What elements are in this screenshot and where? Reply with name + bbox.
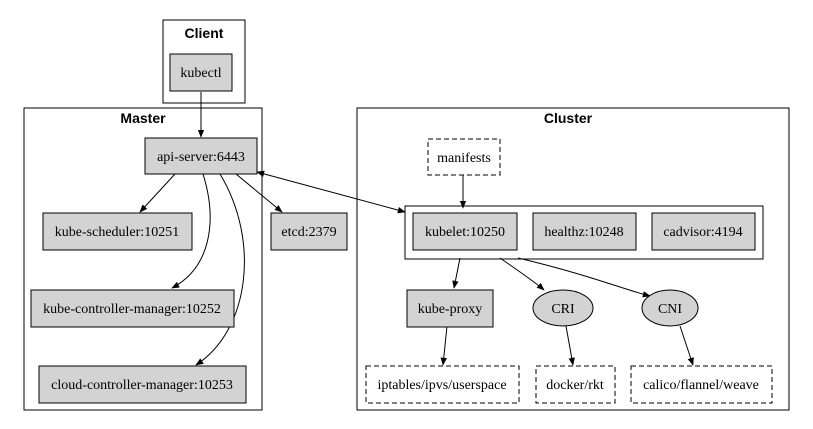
edge-api-server-kube-scheduler bbox=[139, 173, 176, 213]
node-etcd-label: etcd:2379 bbox=[281, 225, 336, 240]
node-kube-scheduler-label: kube-scheduler:10251 bbox=[55, 225, 179, 240]
edge-kubelet-cni bbox=[517, 257, 651, 298]
node-cri: CRI bbox=[532, 289, 594, 327]
node-cadvisor: cadvisor:4194 bbox=[651, 212, 756, 251]
node-docker: docker/rkt bbox=[535, 365, 616, 404]
node-kube-controller-manager-label: kube-controller-manager:10252 bbox=[43, 302, 221, 317]
node-kube-proxy-label: kube-proxy bbox=[418, 302, 483, 317]
node-api-server-label: api-server:6443 bbox=[157, 150, 245, 165]
edge-kubelet-kube-proxy bbox=[452, 257, 461, 289]
node-kube-proxy: kube-proxy bbox=[406, 289, 494, 328]
node-etcd: etcd:2379 bbox=[270, 212, 348, 251]
node-cni-label: CNI bbox=[658, 302, 682, 317]
node-iptables-label: iptables/ipvs/userspace bbox=[377, 378, 506, 393]
edge-cni-calico bbox=[679, 325, 694, 366]
edges bbox=[139, 92, 694, 366]
node-cloud-controller-manager: cloud-controller-manager:10253 bbox=[38, 365, 247, 404]
cluster-cluster: Cluster bbox=[356, 107, 790, 411]
node-healthz-label: healthz:10248 bbox=[544, 225, 623, 240]
node-cloud-controller-manager-label: cloud-controller-manager:10253 bbox=[51, 378, 233, 393]
node-healthz: healthz:10248 bbox=[532, 212, 637, 251]
edge-kube-proxy-iptables bbox=[440, 325, 448, 366]
node-docker-label: docker/rkt bbox=[546, 378, 604, 393]
node-manifests-label: manifests bbox=[437, 151, 491, 166]
node-calico: calico/flannel/weave bbox=[630, 365, 773, 404]
edge-api-server-kubelet bbox=[256, 170, 406, 214]
edge-cri-docker bbox=[565, 325, 575, 366]
edge-api-server-etcd bbox=[235, 173, 283, 213]
node-cni: CNI bbox=[641, 289, 699, 327]
cluster-cluster-label: Cluster bbox=[544, 110, 593, 126]
node-kubelet-label: kubelet:10250 bbox=[425, 225, 505, 240]
edge-api-server-kube-controller-manager bbox=[171, 173, 211, 289]
node-kube-controller-manager: kube-controller-manager:10252 bbox=[30, 289, 235, 328]
node-manifests: manifests bbox=[427, 138, 501, 176]
client-cluster-label: Client bbox=[185, 25, 224, 41]
master-cluster: Master bbox=[23, 107, 263, 411]
master-cluster-label: Master bbox=[120, 110, 166, 126]
edge-kubelet-cri bbox=[499, 257, 545, 291]
node-kube-scheduler: kube-scheduler:10251 bbox=[42, 212, 193, 251]
edge-api-server-cloud-controller-manager bbox=[195, 173, 245, 366]
node-cri-label: CRI bbox=[551, 302, 575, 317]
node-cadvisor-label: cadvisor:4194 bbox=[663, 225, 742, 240]
node-iptables: iptables/ipvs/userspace bbox=[365, 365, 520, 404]
node-kubectl-label: kubectl bbox=[180, 66, 221, 81]
node-kubelet: kubelet:10250 bbox=[412, 212, 518, 251]
node-api-server: api-server:6443 bbox=[144, 137, 258, 175]
node-kubectl: kubectl bbox=[169, 53, 233, 92]
node-calico-label: calico/flannel/weave bbox=[643, 378, 759, 393]
client-cluster: Client bbox=[162, 19, 246, 104]
